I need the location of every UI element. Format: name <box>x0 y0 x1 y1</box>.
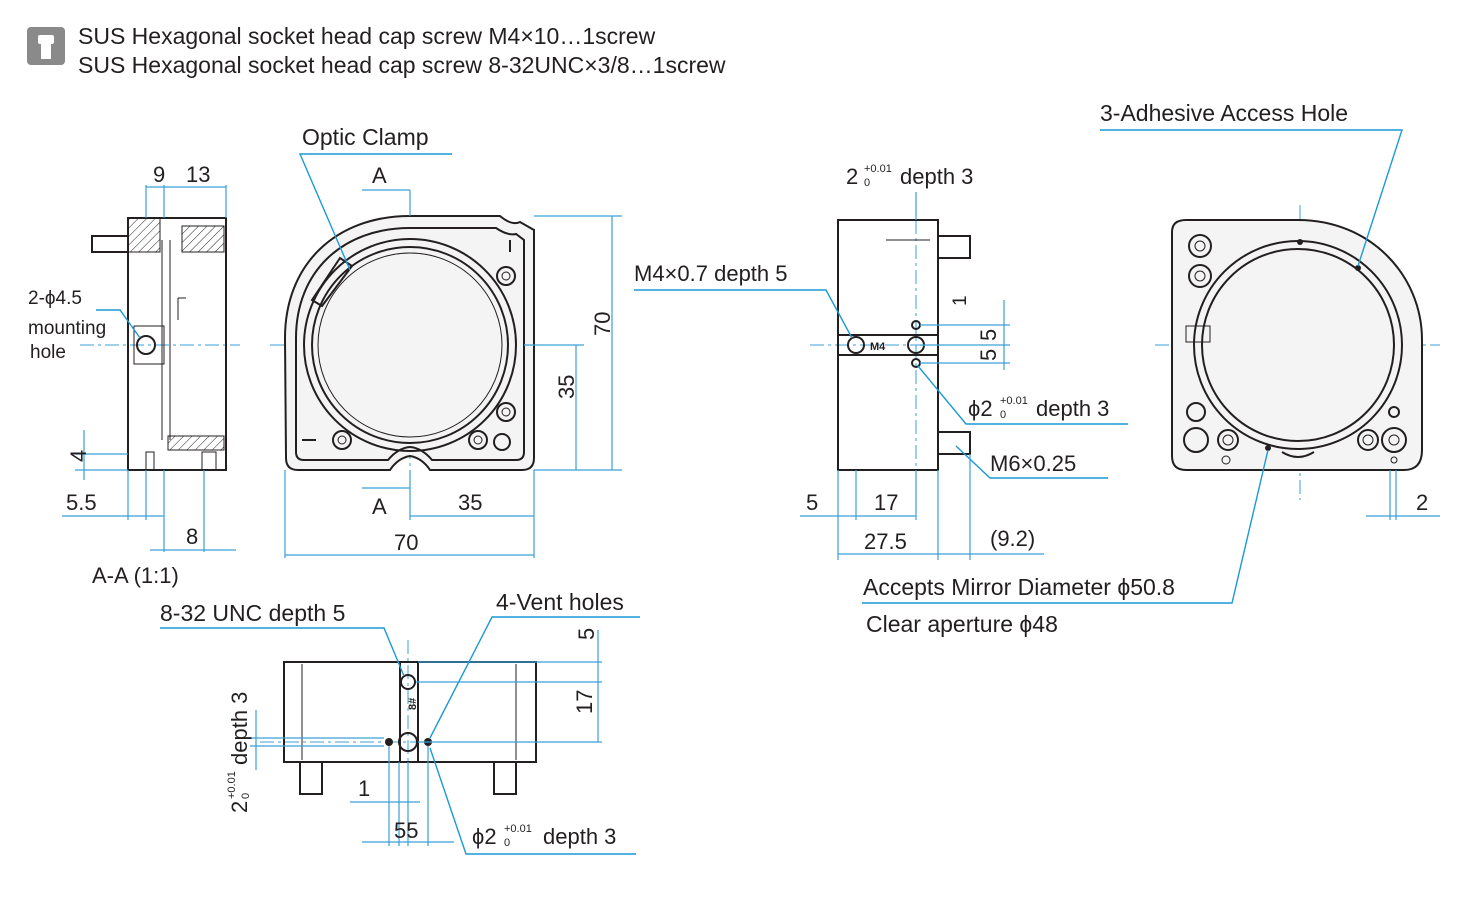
top-hole-suffix: depth 3 <box>900 164 973 189</box>
phi2-base: ϕ2 <box>968 396 993 421</box>
rot-hole-base: 2 <box>227 801 252 813</box>
bottom-phi2-tol-lower: 0 <box>504 837 510 849</box>
side-dim-1: 1 <box>950 295 971 306</box>
side-dim-17: 17 <box>874 490 898 515</box>
section-mark-bottom: A <box>372 494 387 519</box>
bottom-dim-1: 1 <box>358 776 370 801</box>
dim-70-width: 70 <box>394 530 418 555</box>
m6-label: M6×0.25 <box>990 451 1076 476</box>
vent-holes-label: 4-Vent holes <box>496 589 624 615</box>
screw-spec-m4: SUS Hexagonal socket head cap screw M4×1… <box>78 23 656 49</box>
dim-9: 9 <box>153 162 165 187</box>
dim-5-5: 5.5 <box>66 490 97 515</box>
engrave-8: 8# <box>407 698 419 710</box>
engrave-m4: M4 <box>870 341 886 353</box>
front-view: Optic Clamp A A 70 35 35 70 <box>270 124 622 558</box>
side-dim-5b: 5 <box>976 349 1001 361</box>
bottom-dim-17: 17 <box>572 690 597 714</box>
optic-clamp-label: Optic Clamp <box>302 124 429 150</box>
phi2-tol-upper: +0.01 <box>1000 395 1028 407</box>
bottom-dim-5: 5 <box>574 628 599 640</box>
section-view: 9 13 2-ϕ4.5 mounting hole 4 5.5 8 A-A (1… <box>28 162 240 588</box>
bottom-phi2-base: ϕ2 <box>472 824 497 849</box>
mount-label-1: 2-ϕ4.5 <box>28 288 82 309</box>
back-view: 3-Adhesive Access Hole 2 Accepts Mirror … <box>862 100 1440 637</box>
adhesive-hole-label: 3-Adhesive Access Hole <box>1100 100 1348 126</box>
rot-hole-tol-lower: 0 <box>240 793 252 799</box>
section-caption: A-A (1:1) <box>92 563 179 588</box>
side-dim-9-2: (9.2) <box>990 526 1035 551</box>
mirror-diameter-label: Accepts Mirror Diameter ϕ50.8 <box>863 574 1175 600</box>
side-dim-5a: 5 <box>976 329 1001 341</box>
side-dim-27-5: 27.5 <box>864 529 907 554</box>
dim-8: 8 <box>186 524 198 549</box>
bottom-dim-55: 55 <box>394 818 418 843</box>
dim-70-height: 70 <box>590 312 615 336</box>
dim-13: 13 <box>186 162 210 187</box>
side-dim-5: 5 <box>806 490 818 515</box>
phi2-tol-lower: 0 <box>1000 409 1006 421</box>
mount-label-3: hole <box>30 342 66 363</box>
screw-icon <box>27 27 65 65</box>
bottom-view: 8# 8-32 UNC depth 5 4-Vent holes 5 17 2 … <box>160 589 640 855</box>
bottom-phi2-tol-upper: +0.01 <box>504 823 532 835</box>
top-hole-tol-lower: 0 <box>864 177 870 189</box>
m4-thread-label: M4×0.7 depth 5 <box>634 261 788 286</box>
mount-label-2: mounting <box>28 318 106 339</box>
side-view: M4 2 +0.01 0 depth 3 M4×0.7 depth 5 1 5 … <box>634 163 1128 560</box>
unc-label: 8-32 UNC depth 5 <box>160 600 345 626</box>
section-mark-top: A <box>372 163 387 188</box>
dim-35-height: 35 <box>554 375 579 399</box>
dim-35-width: 35 <box>458 490 482 515</box>
top-hole-tol-upper: +0.01 <box>864 163 892 175</box>
clear-aperture-label: Clear aperture ϕ48 <box>866 611 1058 637</box>
bottom-phi2-suffix: depth 3 <box>543 824 616 849</box>
top-hole-base: 2 <box>846 164 858 189</box>
rot-hole-tol-upper: +0.01 <box>226 771 238 799</box>
rot-hole-suffix: depth 3 <box>227 692 252 765</box>
dim-4: 4 <box>66 450 91 462</box>
phi2-suffix: depth 3 <box>1036 396 1109 421</box>
back-dim-2: 2 <box>1416 490 1428 515</box>
screw-spec-8-32: SUS Hexagonal socket head cap screw 8-32… <box>78 52 726 78</box>
